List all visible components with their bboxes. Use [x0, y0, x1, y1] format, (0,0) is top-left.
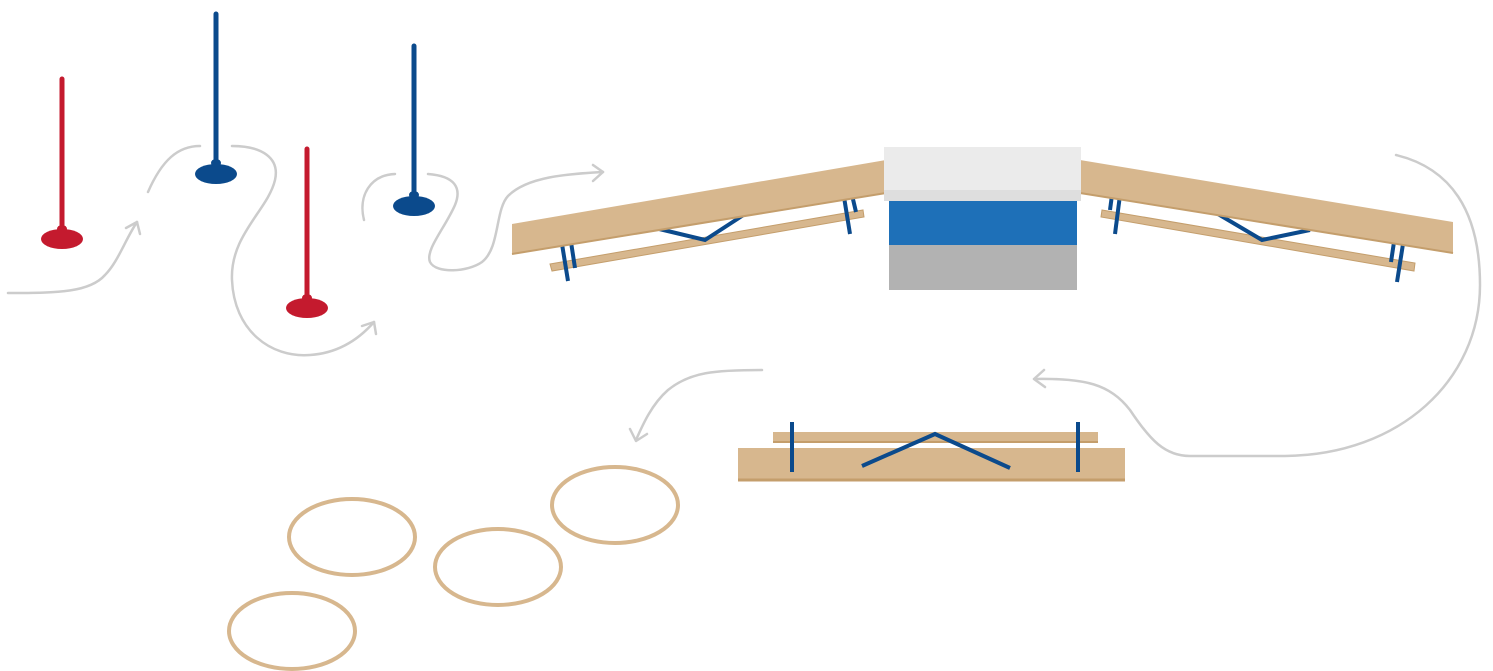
red-pole: [286, 146, 328, 318]
arrowhead-5: [628, 427, 649, 443]
arrowhead-2: [360, 320, 378, 336]
course-path: [6, 144, 1482, 458]
bench-brace: [861, 431, 1011, 470]
hoop: [227, 591, 357, 671]
bench-plank: [1080, 160, 1453, 253]
path-to-hoops: [634, 368, 764, 442]
box-gray-section: [889, 245, 1077, 290]
path-slalom-2: [230, 144, 376, 357]
blue-pole: [195, 11, 237, 184]
bench-leg: [560, 243, 570, 282]
path-slalom-4: [426, 170, 605, 272]
arrowhead-4: [1032, 368, 1047, 389]
bench-leg: [569, 241, 577, 269]
bench-leg: [1395, 243, 1405, 283]
bench-ramp-down: [1079, 160, 1454, 283]
bench-plank-edge: [1079, 192, 1454, 254]
path-right-loop: [1032, 153, 1482, 458]
bench-brace: [1216, 212, 1311, 243]
bench-top-rail: [773, 432, 1098, 442]
bench-leg: [1389, 241, 1396, 263]
red-pole: [41, 76, 83, 249]
hoop: [287, 497, 417, 577]
bench-leg: [1113, 194, 1122, 235]
hoop: [550, 465, 680, 545]
path-start-arrow: [6, 220, 139, 295]
vaulting-box: [884, 147, 1081, 290]
bench-ramp-up: [511, 160, 887, 282]
bench-lower-rail: [1100, 209, 1416, 272]
flat-bench: [738, 422, 1125, 482]
bench-plank: [738, 448, 1125, 480]
hoop: [433, 527, 563, 607]
blue-pole: [393, 43, 435, 216]
hoops: [227, 465, 680, 671]
slalom-poles: [41, 11, 435, 318]
arrowhead-3: [591, 163, 605, 183]
arrowhead-1: [124, 220, 142, 236]
mat-top-shadow: [884, 190, 1081, 201]
path-slalom-1: [146, 144, 202, 194]
bench-brace: [654, 212, 747, 243]
mat-top: [884, 147, 1081, 190]
box-blue-section: [889, 200, 1077, 245]
path-slalom-3: [361, 172, 397, 222]
bench-plank: [512, 160, 886, 254]
bench-plank-edge: [511, 192, 887, 255]
bench-leg: [842, 196, 852, 235]
